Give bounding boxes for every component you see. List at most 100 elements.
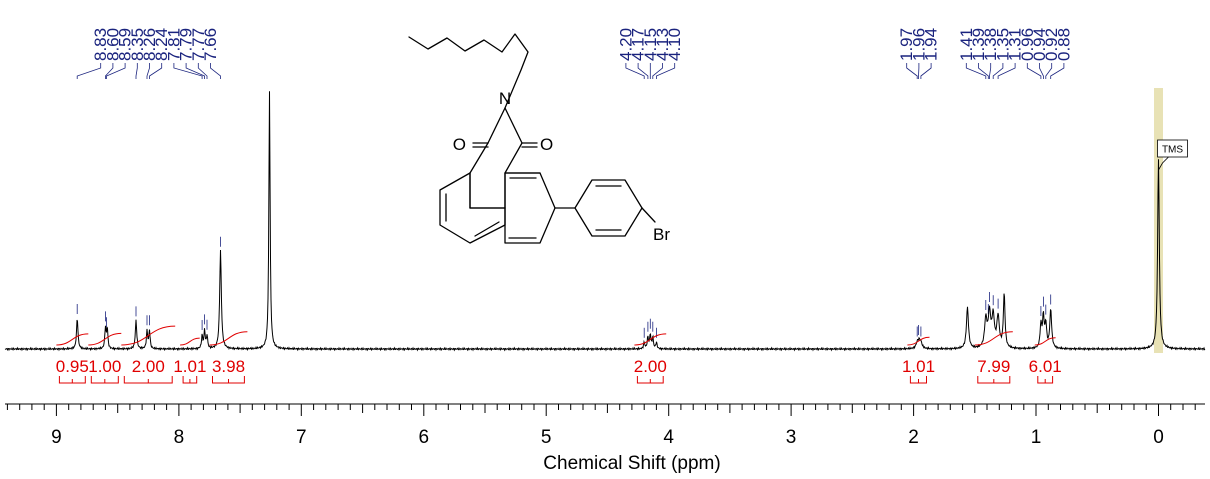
- tms-pointer: [1158, 156, 1169, 171]
- peak-label-0.96: 0.96: [1018, 28, 1042, 316]
- svg-text:4.15: 4.15: [641, 28, 660, 61]
- integral-curve: [907, 336, 930, 346]
- x-tick-label-6: 6: [419, 427, 430, 448]
- peak-label-7.81: 7.81: [164, 28, 203, 330]
- x-tick-label-4: 4: [663, 427, 674, 448]
- atom-n: N: [499, 89, 511, 108]
- peak-label-1.39: 1.39: [969, 28, 989, 315]
- svg-text:0.88: 0.88: [1054, 28, 1073, 61]
- svg-text:4.13: 4.13: [653, 28, 672, 61]
- svg-text:7.79: 7.79: [177, 28, 196, 61]
- integral-bracket: [58, 376, 86, 384]
- integral-curve: [974, 331, 1013, 346]
- integral-curve: [121, 325, 176, 346]
- integral-bracket: [636, 376, 664, 384]
- svg-text:0.92: 0.92: [1042, 28, 1061, 61]
- structure-alkyl-chain: [408, 33, 529, 109]
- x-tick-label-5: 5: [541, 427, 552, 448]
- x-tick-label-2: 2: [908, 427, 919, 448]
- svg-text:1.35: 1.35: [993, 28, 1012, 61]
- peak-label-1.31: 1.31: [997, 28, 1025, 309]
- integral-value-4: 1.01: [173, 357, 206, 376]
- peak-label-7.79: 7.79: [177, 28, 206, 325]
- integral-curve: [634, 333, 667, 346]
- structure-naphthalene-left: [439, 172, 506, 244]
- x-tick-label-0: 0: [1153, 427, 1164, 448]
- tms-label: TMS: [1162, 145, 1183, 156]
- peak-label-4.15: 4.15: [641, 28, 660, 329]
- peak-label-0.88: 0.88: [1050, 28, 1073, 305]
- peak-label-4.13: 4.13: [652, 28, 672, 332]
- tms-label-box: [1157, 139, 1188, 158]
- tms-reference-marker: TMS: [1154, 88, 1188, 353]
- peak-label-8.59: 8.59: [106, 28, 135, 328]
- svg-text:1.97: 1.97: [897, 28, 916, 61]
- integral-bracket: [1037, 376, 1054, 384]
- svg-text:1.31: 1.31: [1006, 28, 1025, 61]
- integral-value-7: 1.01: [902, 357, 935, 376]
- integral-curve-group: [56, 325, 1056, 346]
- peak-label-1.41: 1.41: [957, 28, 987, 310]
- peak-label-group: 8.838.608.598.358.268.247.817.797.777.66…: [76, 28, 1073, 338]
- chemical-structure: O N O Br: [408, 33, 670, 244]
- svg-text:4.17: 4.17: [629, 28, 648, 61]
- svg-text:7.77: 7.77: [189, 28, 208, 61]
- svg-text:7.66: 7.66: [201, 28, 220, 61]
- integral-value-6: 2.00: [634, 357, 667, 376]
- peak-label-1.38: 1.38: [981, 28, 1000, 302]
- integral-bracket: [123, 376, 173, 384]
- peak-label-8.24: 8.24: [149, 28, 171, 326]
- atom-o-left: O: [453, 135, 466, 154]
- x-tick-label-7: 7: [296, 427, 307, 448]
- atom-o-right: O: [540, 135, 553, 154]
- integral-bracket: [212, 376, 245, 384]
- peak-label-7.77: 7.77: [189, 28, 208, 330]
- peak-label-8.35: 8.35: [128, 28, 147, 317]
- integral-bracket: [977, 376, 1011, 384]
- svg-text:8.35: 8.35: [128, 28, 147, 61]
- integral-bracket: [909, 376, 927, 384]
- peak-label-0.94: 0.94: [1030, 28, 1049, 307]
- peak-label-8.83: 8.83: [76, 28, 110, 314]
- integral-value-5: 3.98: [212, 357, 245, 376]
- tms-highlight-band: [1154, 88, 1163, 353]
- svg-text:8.59: 8.59: [116, 28, 135, 61]
- spectrum-trace: [4, 91, 1206, 352]
- integral-curve: [1034, 337, 1056, 346]
- atom-br: Br: [653, 225, 670, 244]
- svg-text:4.20: 4.20: [616, 28, 635, 61]
- svg-text:1.39: 1.39: [969, 28, 988, 61]
- integral-value-9: 6.01: [1029, 357, 1062, 376]
- peak-label-0.92: 0.92: [1042, 28, 1061, 315]
- x-tick-label-9: 9: [51, 427, 62, 448]
- svg-text:8.60: 8.60: [103, 28, 122, 61]
- peak-label-4.10: 4.10: [656, 28, 684, 338]
- svg-text:8.24: 8.24: [152, 28, 171, 61]
- integral-curve: [180, 337, 200, 346]
- x-axis-title: Chemical Shift (ppm): [543, 453, 720, 474]
- structure-naphthalene-right: [504, 172, 556, 244]
- peak-label-8.26: 8.26: [140, 28, 159, 326]
- svg-text:8.26: 8.26: [140, 28, 159, 61]
- x-tick-label-1: 1: [1031, 427, 1042, 448]
- integral-bracket: [90, 376, 119, 384]
- integral-curve: [88, 332, 122, 346]
- integral-bracket: [182, 376, 198, 384]
- peak-label-8.60: 8.60: [103, 28, 122, 322]
- svg-text:0.94: 0.94: [1030, 28, 1049, 61]
- peak-label-4.20: 4.20: [616, 28, 645, 338]
- peak-label-1.94: 1.94: [920, 28, 941, 337]
- integral-value-8: 7.99: [977, 357, 1010, 376]
- peak-label-4.17: 4.17: [629, 28, 649, 332]
- svg-text:4.10: 4.10: [665, 28, 684, 61]
- integral-bracket-group: [58, 376, 1054, 384]
- svg-text:1.41: 1.41: [957, 28, 976, 61]
- peak-label-7.66: 7.66: [201, 28, 221, 247]
- svg-text:1.96: 1.96: [909, 28, 928, 61]
- x-tick-label-8: 8: [174, 427, 185, 448]
- peak-label-1.96: 1.96: [909, 28, 928, 335]
